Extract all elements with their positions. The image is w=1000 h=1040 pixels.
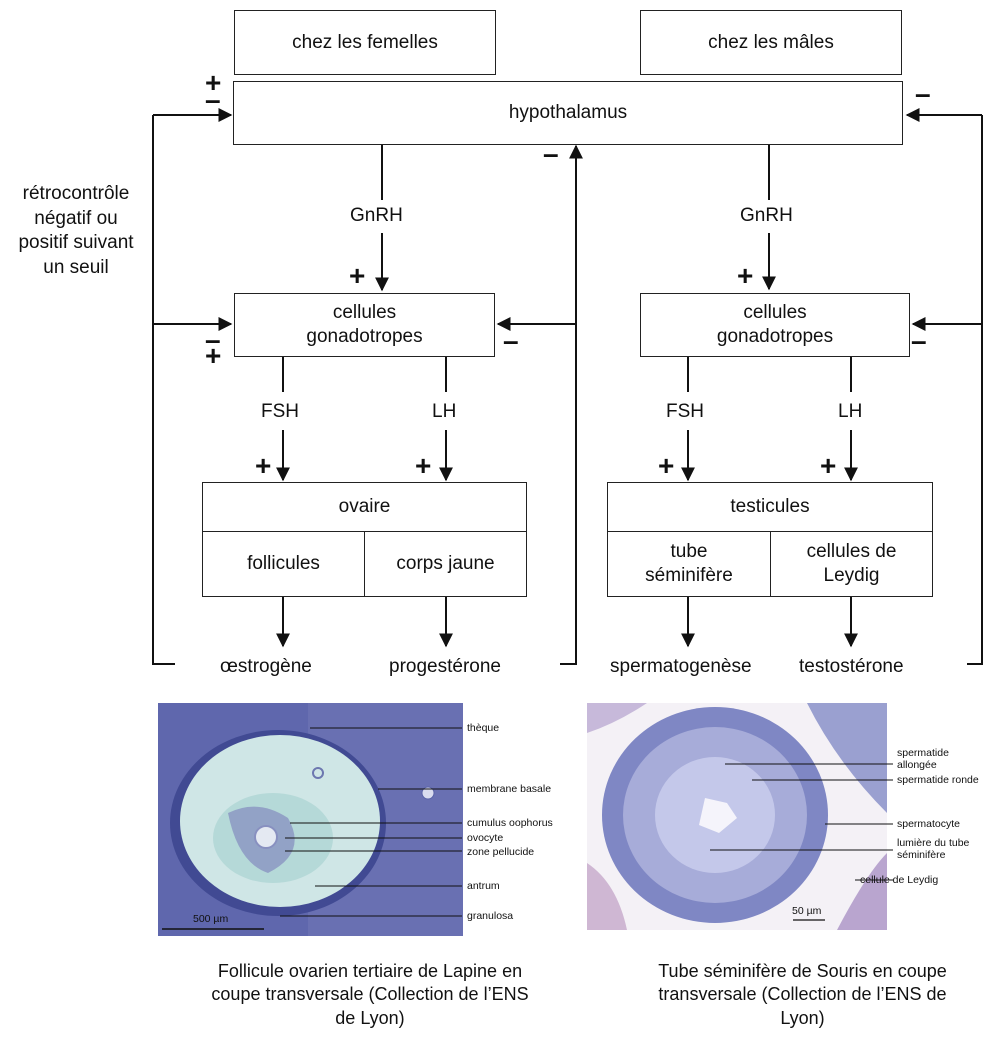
follicle-micrograph-image — [158, 703, 463, 936]
header-male-label: chez les mâles — [708, 31, 834, 53]
scale-bar-right: 50 µm — [792, 905, 822, 917]
label-cellule-leydig: cellule de Leydig — [860, 874, 939, 886]
minus-sign: – — [543, 138, 559, 169]
label-lumiere-tube: lumière du tube séminifère — [897, 837, 970, 861]
scale-bar-left: 500 µm — [193, 913, 229, 925]
testes-box: testicules — [607, 482, 933, 532]
minus-sign: – — [503, 325, 519, 356]
female-fsh-label: FSH — [261, 401, 299, 422]
corpus-luteum-box: corps jaune — [364, 531, 527, 597]
right-feedback-loop — [967, 115, 983, 665]
plus-sign: + — [349, 260, 366, 291]
seminiferous-tube-box: tube séminifère — [607, 531, 771, 597]
oestrogen-label: œstrogène — [220, 656, 312, 677]
spermatogenesis-label: spermatogenèse — [610, 656, 752, 677]
progesterone-label: progestérone — [389, 656, 501, 677]
plus-sign: + — [820, 450, 837, 481]
header-male: chez les mâles — [640, 10, 902, 75]
header-female-label: chez les femelles — [292, 31, 438, 53]
testes-label: testicules — [730, 496, 810, 518]
ovary-label: ovaire — [338, 496, 391, 518]
plus-sign: + — [658, 450, 675, 481]
tubule-label-lines — [710, 763, 893, 881]
follicles-label: follicules — [247, 553, 320, 575]
male-gonadotropes-label: cellules gonadotropes — [716, 302, 834, 347]
label-granulosa: granulosa — [467, 910, 514, 922]
corpus-luteum-label: corps jaune — [396, 553, 495, 575]
feedback-note: rétrocontrôle négatif ou positif suivant… — [18, 183, 134, 279]
male-gonadotropes-box: cellules gonadotropes — [640, 293, 910, 357]
follicle-label-lines — [280, 727, 462, 917]
ovary-box: ovaire — [202, 482, 527, 532]
plus-sign: + — [415, 450, 432, 481]
label-theque: thèque — [467, 722, 500, 734]
minus-sign: – — [205, 84, 221, 115]
follicle-micrograph: 500 µm — [158, 703, 463, 936]
middle-feedback-loop — [560, 150, 577, 665]
minus-sign: – — [915, 78, 931, 109]
leydig-cells-box: cellules de Leydig — [770, 531, 933, 597]
male-gnrh-label: GnRH — [740, 205, 793, 226]
tubule-caption: Tube séminifère de Souris en coupe trans… — [658, 961, 947, 1028]
plus-sign: + — [205, 340, 222, 371]
plus-sign: + — [255, 450, 272, 481]
diagram-connectors — [152, 108, 983, 665]
label-spermatide-ronde: spermatide ronde — [897, 774, 979, 786]
plus-sign: + — [737, 260, 754, 291]
label-membrane-basale: membrane basale — [467, 783, 552, 795]
label-spermatocyte: spermatocyte — [897, 818, 961, 830]
label-zone-pellucide: zone pellucide — [467, 846, 535, 858]
tubule-micrograph: 50 µm — [587, 703, 887, 930]
follicle-caption: Follicule ovarien tertiaire de Lapine en… — [211, 961, 529, 1028]
label-antrum: antrum — [467, 880, 500, 892]
label-cumulus: cumulus oophorus — [467, 817, 553, 829]
male-lh-label: LH — [838, 401, 863, 422]
minus-sign: – — [911, 325, 927, 356]
female-gonadotropes-label: cellules gonadotropes — [306, 302, 423, 347]
hypothalamus-box: hypothalamus — [233, 81, 903, 145]
testosterone-label: testostérone — [799, 656, 904, 677]
plus-sign: + — [205, 67, 222, 98]
minus-sign: – — [205, 324, 221, 355]
left-feedback-loop — [152, 115, 175, 665]
female-gonadotropes-box: cellules gonadotropes — [234, 293, 495, 357]
hypothalamus-label: hypothalamus — [508, 102, 628, 124]
label-spermatide-allongee: spermatide allongée — [897, 747, 949, 771]
label-ovocyte: ovocyte — [467, 832, 504, 844]
male-fsh-label: FSH — [666, 401, 704, 422]
female-gnrh-label: GnRH — [350, 205, 403, 226]
tubule-micrograph-image — [587, 703, 887, 930]
leydig-cells-label: cellules de Leydig — [806, 541, 897, 586]
female-lh-label: LH — [432, 401, 457, 422]
seminiferous-tube-label: tube séminifère — [645, 541, 733, 586]
follicles-box: follicules — [202, 531, 365, 597]
header-female: chez les femelles — [234, 10, 496, 75]
